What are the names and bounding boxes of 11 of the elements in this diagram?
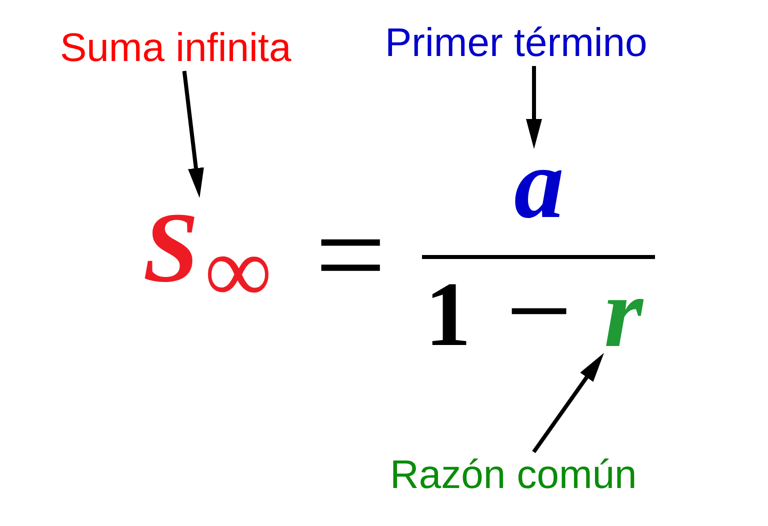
leader-arrow — [526, 66, 542, 149]
callout-label: Suma infinita — [60, 25, 292, 71]
minus-sign: − — [506, 289, 572, 335]
math-digit: 1 — [425, 268, 471, 360]
math-symbol: r — [604, 273, 643, 353]
leader-arrow — [182, 70, 204, 198]
leader-arrow — [532, 352, 606, 454]
math-symbol: a — [514, 149, 564, 219]
equals-sign: = — [315, 226, 386, 286]
callout-label: Primer término — [385, 20, 648, 66]
callout-label: Razón común — [390, 452, 637, 498]
